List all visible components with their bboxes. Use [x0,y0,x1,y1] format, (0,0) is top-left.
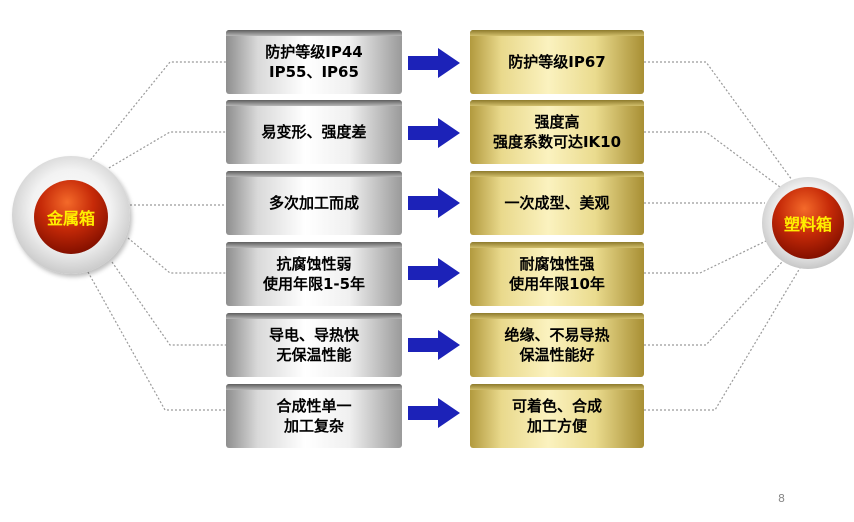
metal-feature-1-line-1: 防护等级IP44 [265,43,363,61]
plastic-feature-2: 强度高 强度系数可达IK10 [470,100,644,164]
metal-feature-6-line-1: 合成性单一 [276,397,352,415]
page-number: 8 [778,492,785,505]
metal-feature-6-line-2: 加工复杂 [283,417,344,435]
metal-feature-1-line-2: IP55、IP65 [269,63,359,81]
plastic-feature-2-line-2: 强度系数可达IK10 [492,133,622,151]
metal-feature-5-line-1: 导电、导热快 [268,326,359,344]
metal-feature-4-line-2: 使用年限1-5年 [262,275,366,293]
plastic-box-node: 塑料箱 [772,187,844,259]
metal-box-node: 金属箱 [34,180,108,254]
metal-feature-6: 合成性单一 加工复杂 [226,384,402,448]
plastic-feature-4: 耐腐蚀性强 使用年限10年 [470,242,644,306]
metal-feature-3: 多次加工而成 [226,171,402,235]
plastic-feature-6-line-2: 加工方便 [526,417,587,435]
left-connector-1 [87,61,226,164]
plastic-feature-4-line-1: 耐腐蚀性强 [519,255,595,273]
plastic-feature-3-line-1: 一次成型、美观 [504,194,610,212]
arrow-right-icon [408,48,460,78]
metal-feature-5-line-2: 无保温性能 [276,346,352,364]
plastic-feature-2-line-1: 强度高 [534,113,580,131]
left-connector-2 [101,131,226,173]
plastic-feature-5-line-2: 保温性能好 [519,346,595,364]
plastic-feature-5: 绝缘、不易导热 保温性能好 [470,313,644,377]
metal-feature-1: 防护等级IP44 IP55、IP65 [226,30,402,94]
right-connector-2 [644,131,785,191]
metal-feature-4-line-1: 抗腐蚀性弱 [276,255,352,273]
left-connector-6 [87,271,226,411]
metal-box-label: 金属箱 [46,209,95,228]
metal-feature-4: 抗腐蚀性弱 使用年限1-5年 [226,242,402,306]
arrow-right-icon [408,258,460,288]
metal-feature-5: 导电、导热快 无保温性能 [226,313,402,377]
plastic-feature-4-line-2: 使用年限10年 [509,275,605,293]
left-connector-4 [127,237,226,274]
right-connector-1 [644,61,793,181]
right-connector-5 [644,261,783,346]
plastic-feature-6-line-1: 可着色、合成 [511,397,602,415]
metal-feature-2-line-1: 易变形、强度差 [261,123,367,141]
arrow-right-icon [408,330,460,360]
plastic-box-label: 塑料箱 [783,215,832,234]
plastic-feature-3: 一次成型、美观 [470,171,644,235]
arrow-right-icon [408,188,460,218]
right-connector-4 [644,239,769,274]
metal-feature-2: 易变形、强度差 [226,100,402,164]
plastic-feature-6: 可着色、合成 加工方便 [470,384,644,448]
metal-feature-3-line-1: 多次加工而成 [268,194,359,212]
right-connector-6 [644,267,801,411]
left-connector-5 [111,261,226,346]
arrow-right-icon [408,118,460,148]
plastic-feature-1-line-1: 防护等级IP67 [508,53,606,71]
plastic-feature-5-line-1: 绝缘、不易导热 [504,326,610,344]
arrow-right-icon [408,398,460,428]
plastic-feature-1: 防护等级IP67 [470,30,644,94]
